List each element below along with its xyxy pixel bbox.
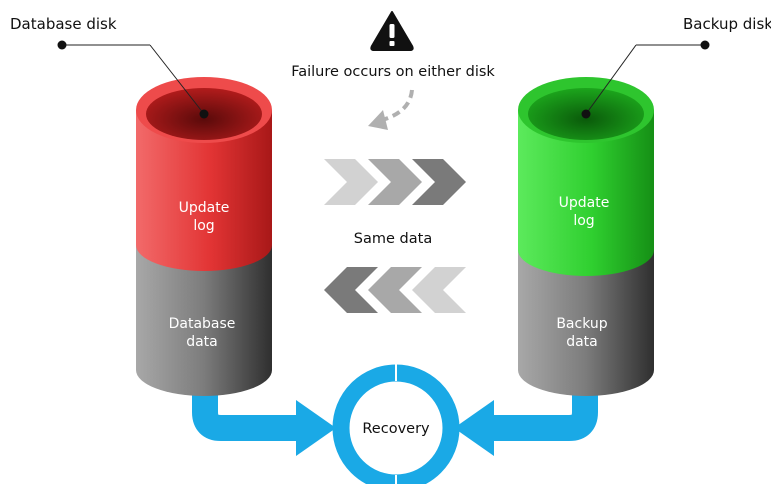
backup-disk-label: Backup disk <box>683 15 771 33</box>
chevron-left-arrows-icon <box>324 267 466 313</box>
backup-log-label-line2: log <box>573 213 594 229</box>
database-disk-callout <box>57 40 209 119</box>
database-log-label-line1: Update <box>179 200 230 216</box>
callout-dot <box>700 40 710 50</box>
backup-log-section <box>518 110 654 276</box>
database-log-section <box>136 110 272 271</box>
database-log-label-line2: log <box>193 218 214 234</box>
database-data-section <box>136 245 272 396</box>
backup-data-label-line1: Backup <box>556 316 607 332</box>
callout-dot <box>581 109 591 119</box>
backup-disk-callout <box>581 40 710 119</box>
recovery-connector-left <box>192 385 300 441</box>
recovery-label: Recovery <box>362 421 430 437</box>
warning-triangle-icon <box>370 11 414 51</box>
recovery-arrowhead-right <box>454 400 494 456</box>
database-data-label-line1: Database <box>169 316 236 332</box>
chevron-right-arrows-icon <box>324 159 466 205</box>
failure-pointer-arrow <box>368 89 414 130</box>
callout-dot <box>57 40 67 50</box>
backup-log-label-line1: Update <box>559 195 610 211</box>
same-data-label: Same data <box>354 231 432 247</box>
callout-dot <box>199 109 209 119</box>
database-disk-label: Database disk <box>10 15 117 33</box>
recovery-arrowhead-left <box>296 400 336 456</box>
backup-data-section <box>518 240 654 396</box>
backup-data-label-line2: data <box>566 334 598 350</box>
database-data-label-line2: data <box>186 334 218 350</box>
failure-label: Failure occurs on either disk <box>291 64 495 80</box>
recovery-connector-right <box>490 385 598 441</box>
